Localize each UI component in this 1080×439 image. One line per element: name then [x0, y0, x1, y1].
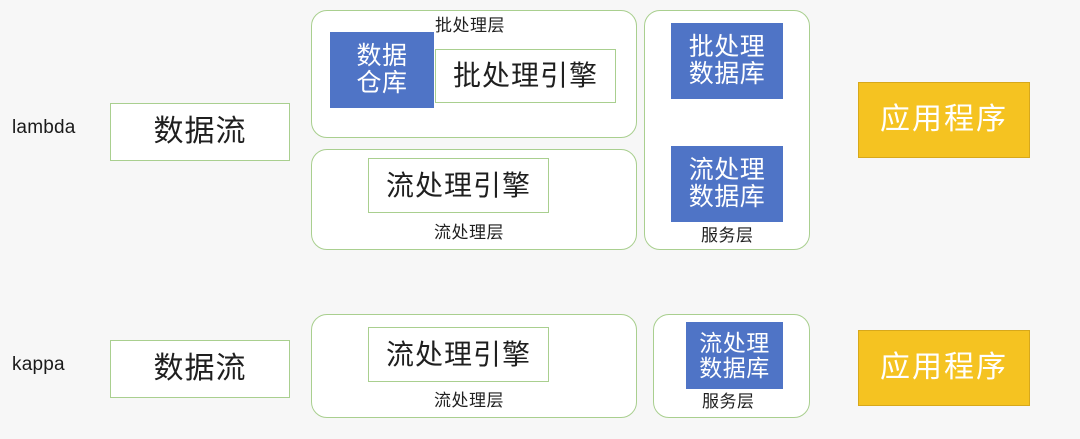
kappa-data-stream-box[interactable]: 数据流 — [110, 340, 290, 398]
lambda-data-warehouse-line2: 仓库 — [356, 69, 408, 97]
lambda-data-warehouse-line1: 数据 — [356, 42, 408, 71]
kappa-stream-database-line2: 数据库 — [699, 354, 770, 381]
lambda-stream-layer-caption: 流处理层 — [434, 223, 504, 242]
row-label-lambda: lambda — [12, 117, 76, 138]
kappa-application-box[interactable]: 应用程序 — [858, 330, 1030, 406]
lambda-batch-database-line2: 数据库 — [688, 60, 766, 88]
lambda-batch-layer-caption: 批处理层 — [435, 16, 505, 35]
lambda-batch-engine-box[interactable]: 批处理引擎 — [435, 49, 616, 103]
row-label-kappa: kappa — [12, 354, 65, 375]
lambda-data-warehouse-box[interactable]: 数据 仓库 — [330, 32, 434, 108]
kappa-stream-database-line1: 流处理 — [699, 329, 770, 356]
lambda-serving-layer-caption: 服务层 — [701, 226, 754, 245]
lambda-batch-database-box[interactable]: 批处理 数据库 — [671, 23, 783, 99]
kappa-stream-engine-box[interactable]: 流处理引擎 — [368, 327, 549, 382]
lambda-stream-engine-box[interactable]: 流处理引擎 — [368, 158, 549, 213]
lambda-stream-database-line1: 流处理 — [688, 156, 766, 185]
lambda-application-box[interactable]: 应用程序 — [858, 82, 1030, 158]
lambda-data-stream-box[interactable]: 数据流 — [110, 103, 290, 161]
kappa-stream-database-box[interactable]: 流处理 数据库 — [686, 322, 783, 389]
kappa-stream-layer-caption: 流处理层 — [434, 391, 504, 410]
lambda-stream-database-line2: 数据库 — [688, 183, 766, 211]
kappa-serving-layer-caption: 服务层 — [702, 392, 755, 411]
lambda-batch-database-line1: 批处理 — [688, 33, 766, 62]
lambda-stream-database-box[interactable]: 流处理 数据库 — [671, 146, 783, 222]
